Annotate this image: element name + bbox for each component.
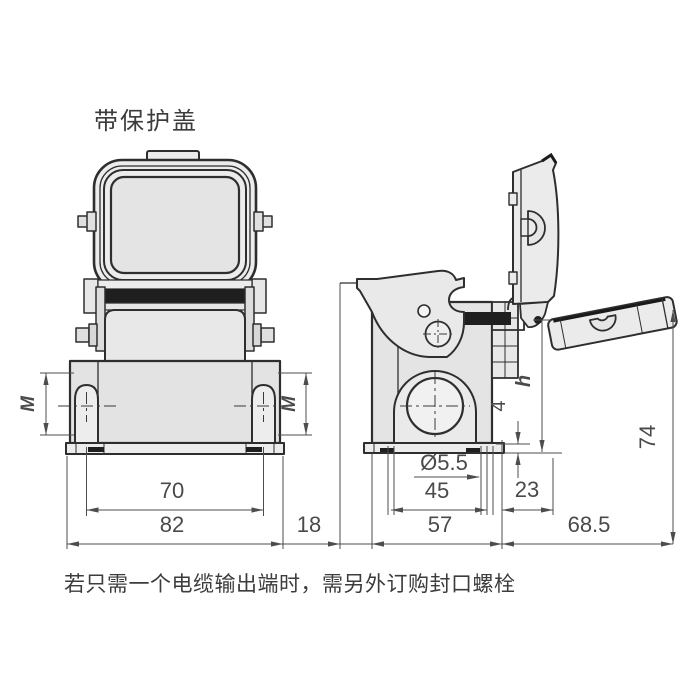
footnote: 若只需一个电缆输出端时，需另外订购封口螺栓 <box>64 573 516 596</box>
latch-lever <box>340 269 465 358</box>
base-flange-side <box>363 442 505 454</box>
dim-74: 74 <box>635 310 676 544</box>
dim-label-23: 23 <box>515 477 539 502</box>
base-flange-front <box>65 442 285 455</box>
cover-latch-detail-tilted <box>588 314 617 332</box>
cover-inner-panel <box>109 175 241 275</box>
side-pin-right <box>253 211 273 232</box>
side-pin-left <box>77 211 97 232</box>
hole-extension-lines <box>371 440 554 549</box>
dim-4: 4 <box>488 400 562 478</box>
dim-label-57: 57 <box>428 512 452 537</box>
dim-label-45: 45 <box>425 478 449 503</box>
cover-hinge-neck <box>519 301 549 328</box>
dim-h: h <box>513 319 551 452</box>
lever-hole <box>417 304 431 318</box>
hinge-column <box>491 296 525 379</box>
dim-label-dia55: Ø5.5 <box>420 450 468 475</box>
dim-685: 68.5 <box>502 512 673 547</box>
housing-body <box>68 359 282 445</box>
cable-entry-arch-left <box>74 384 99 443</box>
hood-body <box>104 309 246 362</box>
front-view-dimensions: M M 70 82 <box>18 283 390 549</box>
dim-label-82: 82 <box>160 512 184 537</box>
side-view-dimensions: h 4 Ø5.5 <box>371 310 676 549</box>
open-cover-tilted <box>547 296 678 351</box>
dim-dia55: Ø5.5 <box>414 450 480 480</box>
dim-label-74: 74 <box>635 425 660 449</box>
dim-label-m-left: M <box>18 395 39 412</box>
side-view-drawing <box>340 152 678 454</box>
dim-23: 23 <box>502 477 553 513</box>
latch-bolt-left <box>75 323 98 347</box>
dim-label-685: 68.5 <box>568 512 611 537</box>
dim-82: 82 <box>66 456 284 549</box>
front-view-drawing <box>58 150 292 455</box>
centerlines-front <box>58 392 292 422</box>
dim-45: 45 <box>391 478 487 513</box>
drawing-title: 带保护盖 <box>94 108 198 135</box>
open-cover-vertical <box>508 152 560 328</box>
cover-latch-detail <box>527 210 546 246</box>
centerlines-side <box>400 372 470 440</box>
dim-label-m-right: M <box>279 395 300 412</box>
gasket-band <box>98 289 252 303</box>
dim-label-18: 18 <box>297 512 321 537</box>
dim-m-right: M <box>278 372 312 436</box>
dim-label-4: 4 <box>488 400 510 411</box>
dim-70: 70 <box>86 447 264 516</box>
dim-m-left: M <box>18 372 74 436</box>
latch-bolt-right <box>252 323 275 347</box>
dim-57: 57 <box>372 512 502 547</box>
dim-label-70: 70 <box>160 478 184 503</box>
dim-label-h: h <box>513 375 535 387</box>
cable-entry-arch-right <box>251 384 276 443</box>
